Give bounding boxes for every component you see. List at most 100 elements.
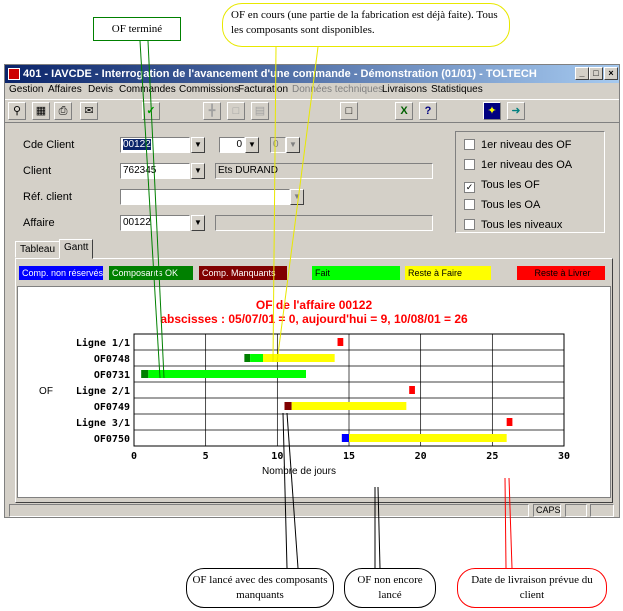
affaire-dropdown[interactable]: ▼: [191, 215, 205, 231]
pointer-of-termine-2: [147, 40, 165, 379]
page-icon[interactable]: □: [227, 102, 245, 120]
menu-commissions[interactable]: Commissions: [179, 84, 240, 95]
menu-facturation[interactable]: Facturation: [238, 84, 289, 95]
checkbox-icon[interactable]: [464, 159, 475, 170]
gantt-bar-6: [349, 434, 507, 442]
x-tick-label: 20: [415, 451, 427, 462]
menu-gestion[interactable]: Gestion: [9, 84, 44, 95]
scroll-indicator: [590, 504, 614, 517]
mail-icon[interactable]: ✉: [80, 102, 98, 120]
row-label: OF0750: [94, 434, 130, 445]
cde-client-field[interactable]: 00122: [120, 137, 190, 153]
close-button[interactable]: ×: [604, 67, 618, 80]
maximize-button[interactable]: □: [589, 67, 603, 80]
pointer-of-en-cours: [272, 46, 277, 363]
gantt-bar-3: [409, 386, 415, 394]
application-window: 401 - IAVCDE - Interrogation de l'avance…: [4, 64, 620, 518]
cde-suffix-dropdown[interactable]: ▼: [286, 137, 300, 153]
calculator-icon[interactable]: ▦: [32, 102, 50, 120]
checkbox-icon[interactable]: [464, 219, 475, 230]
ref-client-field[interactable]: [120, 189, 290, 205]
row-label: Ligne 2/1: [76, 385, 130, 397]
gantt-tab-panel: [15, 258, 613, 503]
row-label: OF0731: [94, 370, 130, 381]
option-1er-niveau-oa[interactable]: 1er niveau des OA: [464, 159, 572, 171]
gantt-bar-1: [263, 354, 335, 362]
affaire-name-field: [215, 215, 433, 231]
print-icon[interactable]: ⎙: [54, 102, 72, 120]
gantt-bar-0: [337, 338, 344, 346]
affaire-label: Affaire: [23, 217, 55, 229]
pointer-of-termine: [139, 40, 161, 379]
magic-icon[interactable]: ✦: [483, 102, 501, 120]
cde-number-field[interactable]: 0: [219, 137, 245, 153]
row-label: Ligne 3/1: [76, 417, 130, 429]
x-axis-label: Nombre de jours: [262, 466, 336, 477]
help-icon[interactable]: ?: [419, 102, 437, 120]
legend-comp-non-reserves: Comp. non réservés: [19, 266, 103, 280]
zoom-icon[interactable]: ⚲: [8, 102, 26, 120]
checkbox-checked-icon[interactable]: ✓: [464, 182, 475, 193]
menu-affaires[interactable]: Affaires: [48, 84, 82, 95]
affaire-field[interactable]: 00122: [120, 215, 190, 231]
row-label: OF0749: [94, 402, 130, 413]
menu-devis[interactable]: Devis: [88, 84, 114, 95]
pointer-date-livraison-2: [508, 477, 513, 569]
minimize-button[interactable]: _: [575, 67, 589, 80]
pointer-of-en-cours-2: [276, 46, 319, 363]
grid-icon[interactable]: ╋: [203, 102, 221, 120]
callout-of-non-lance: OF non encore lancé: [344, 568, 436, 608]
y-axis-label: OF: [39, 386, 53, 397]
client-dropdown[interactable]: ▼: [191, 163, 205, 179]
excel-icon[interactable]: X: [395, 102, 413, 120]
gantt-bar-2: [148, 370, 306, 378]
x-tick-label: 25: [486, 451, 498, 462]
menu-commandes[interactable]: Commandes: [119, 84, 176, 95]
menu-statistiques[interactable]: Statistiques: [431, 84, 483, 95]
option-1er-niveau-of[interactable]: 1er niveau des OF: [464, 139, 572, 151]
client-label: Client: [23, 165, 52, 177]
table-icon[interactable]: ▤: [251, 102, 269, 120]
checkbox-icon[interactable]: [464, 139, 475, 150]
option-tous-les-of[interactable]: ✓Tous les OF: [464, 179, 540, 193]
pointer-of-non-lance-2: [377, 486, 381, 569]
cde-number-dropdown[interactable]: ▼: [245, 137, 259, 153]
gantt-bar-6: [341, 434, 349, 442]
gantt-bar-5: [506, 418, 513, 426]
chart-subtitle: abscisses : 05/07/01 = 0, aujourd'hui = …: [160, 312, 468, 326]
callout-date-livraison: Date de livraison prévue du client: [457, 568, 607, 608]
pointer-date-livraison: [504, 477, 507, 569]
caps-indicator: CAPS: [533, 504, 561, 517]
pointer-of-lance-2: [286, 412, 299, 569]
x-tick-label: 30: [558, 451, 570, 462]
document-icon[interactable]: □: [340, 102, 358, 120]
row-label: OF0748: [94, 354, 130, 365]
gantt-bar-1: [250, 354, 263, 362]
legend-reste-a-faire: Reste à Faire: [405, 266, 491, 280]
gantt-bar-1: [244, 354, 251, 362]
window-title: 401 - IAVCDE - Interrogation de l'avance…: [23, 68, 537, 80]
ref-client-label: Réf. client: [23, 191, 72, 203]
menu-livraisons[interactable]: Livraisons: [382, 84, 428, 95]
tab-gantt[interactable]: Gantt: [59, 239, 94, 259]
x-tick-label: 0: [131, 451, 137, 462]
exit-icon[interactable]: ➜: [507, 102, 525, 120]
option-tous-les-niveaux[interactable]: Tous les niveaux: [464, 219, 562, 231]
gantt-bar-4: [284, 402, 292, 410]
num-indicator: [565, 504, 587, 517]
cde-suffix-field[interactable]: 0: [270, 137, 286, 153]
option-tous-les-oa[interactable]: Tous les OA: [464, 199, 540, 211]
menu-donnees-techniques[interactable]: Données techniques: [292, 84, 384, 95]
x-tick-label: 5: [203, 451, 209, 462]
checkbox-icon[interactable]: [464, 199, 475, 210]
cde-client-dropdown[interactable]: ▼: [191, 137, 205, 153]
title-bar[interactable]: 401 - IAVCDE - Interrogation de l'avance…: [5, 65, 619, 83]
legend-reste-a-livrer: Reste à Livrer: [517, 266, 605, 280]
ref-client-dropdown[interactable]: ▼: [290, 189, 304, 205]
callout-of-en-cours: OF en cours (une partie de la fabricatio…: [222, 3, 510, 47]
legend-composants-ok: Composants OK: [109, 266, 193, 280]
gantt-bar-2: [141, 370, 149, 378]
x-tick-label: 10: [271, 451, 283, 462]
